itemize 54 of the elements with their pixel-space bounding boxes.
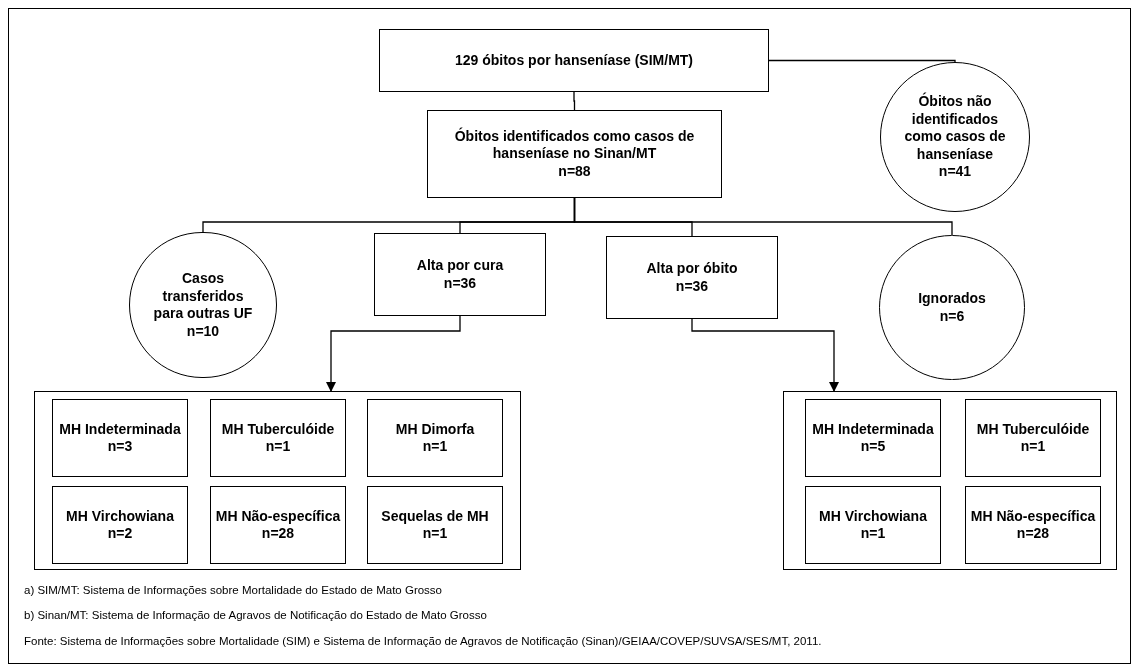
node-text: n=28	[261, 525, 295, 543]
footnote: b) Sinan/MT: Sistema de Informação de Agravos de Notificação do Estado de Mato Grosso	[24, 608, 488, 624]
node-heading: Alta por óbito	[646, 260, 738, 278]
process-box	[210, 486, 346, 564]
node-heading: MH Tuberculóide	[221, 420, 335, 438]
node-heading: Sequelas de MH	[381, 507, 489, 525]
node-text: n=1	[265, 438, 291, 456]
arrow	[326, 315, 461, 392]
process-box	[210, 399, 346, 477]
node-text: n=36	[443, 274, 477, 292]
node-text: n=1	[422, 525, 448, 543]
process-box	[379, 29, 769, 92]
node-heading: MH Não-específica	[970, 507, 1096, 525]
process-box	[805, 486, 941, 564]
connector-line	[573, 197, 953, 236]
process-box	[965, 486, 1101, 564]
footnote: a) SIM/MT: Sistema de Informações sobre Mortalidade do Estado de Mato Grosso	[24, 583, 444, 598]
node-heading: MH Virchowiana	[66, 507, 174, 525]
node-text: n=1	[422, 438, 448, 456]
node-text: n=88	[558, 162, 591, 181]
connector-line	[768, 59, 956, 63]
node-heading: MH Dimorfa	[395, 420, 475, 438]
process-box	[52, 486, 188, 564]
node-text: 129 óbitos por hanseníase (SIM/MT)	[454, 51, 693, 70]
footnote: Fonte: Sistema de Informações sobre Mortalidade (SIM) e Sistema de Informação de Agravos de Notificação (Sinan)/GEIAA/COVEP/SUVSA/SES/MT, 2011.	[24, 633, 822, 649]
arrow	[691, 318, 839, 392]
process-box	[367, 399, 503, 477]
node-text: n=1	[1020, 438, 1046, 456]
process-box	[427, 110, 722, 198]
node-text: n=10	[186, 322, 220, 340]
process-box	[606, 236, 778, 319]
connector-line	[573, 91, 576, 111]
node-heading: MH Não-específica	[215, 507, 341, 525]
node-heading: MH Tuberculóide	[976, 420, 1090, 438]
node-text: n=1	[860, 525, 886, 543]
node-text: n=2	[107, 525, 133, 543]
process-box	[374, 233, 546, 316]
node-heading: Alta por cura	[416, 257, 504, 275]
node-text: n=3	[107, 438, 133, 456]
process-box	[367, 486, 503, 564]
node-heading: MH Indeterminada	[812, 420, 934, 438]
node-heading: MH Virchowiana	[819, 507, 927, 525]
node-text: n=41	[938, 163, 972, 181]
process-box	[52, 399, 188, 477]
node-text: n=5	[860, 438, 886, 456]
process-box	[805, 399, 941, 477]
node-text: n=28	[1016, 525, 1050, 543]
node-text: n=36	[675, 277, 709, 295]
process-box	[965, 399, 1101, 477]
group-box	[34, 391, 521, 570]
node-heading: Ignorados	[918, 290, 986, 308]
node-heading: MH Indeterminada	[59, 420, 181, 438]
node-text: n=6	[939, 307, 965, 325]
group-box	[783, 391, 1117, 570]
